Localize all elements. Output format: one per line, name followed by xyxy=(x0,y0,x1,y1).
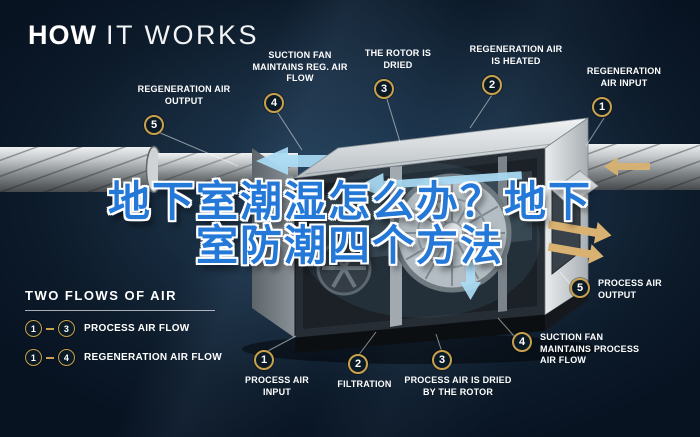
rotor xyxy=(392,173,512,293)
range-dash xyxy=(46,327,54,330)
callout-label: REGENERATION AIR IS HEATED xyxy=(469,44,563,66)
suction-fan xyxy=(316,240,372,296)
side-hatch-door xyxy=(551,170,599,207)
legend-label: REGENERATION AIR FLOW xyxy=(84,352,222,363)
legend-heading: TWO FLOWS OF AIR xyxy=(25,288,178,303)
legend-divider xyxy=(25,310,215,311)
callout-process-air-input: 1 PROCESS AIR INPUT xyxy=(232,350,322,398)
legend-process-air-flow: 1 3 PROCESS AIR FLOW xyxy=(25,320,190,337)
callout-badge-3: 3 xyxy=(374,79,394,100)
legend-regeneration-air-flow: 1 4 REGENERATION AIR FLOW xyxy=(25,349,222,366)
overlay-line-1: 地下室潮湿怎么办？地下 xyxy=(107,178,592,225)
callout-badge-5: 5 xyxy=(570,278,590,298)
callout-badge-2: 2 xyxy=(348,354,368,374)
callout-rotor-is-dried: THE ROTOR IS DRIED 3 xyxy=(360,48,436,100)
chinese-overlay-text: 地下室潮湿怎么办？地下 室防潮四个方法 xyxy=(0,178,700,270)
callout-label: THE ROTOR IS DRIED xyxy=(364,48,432,70)
callout-label: SUCTION FAN MAINTAINS REG. AIR FLOW xyxy=(252,50,348,84)
blue-flow-arrows xyxy=(256,147,523,300)
callout-suction-fan-process: 4 SUCTION FAN MAINTAINS PROCESS AIR FLOW xyxy=(512,332,645,367)
overlay-line-2: 室防潮四个方法 xyxy=(195,222,504,270)
legend-badge-end: 4 xyxy=(58,349,75,366)
callout-badge-1: 1 xyxy=(254,350,274,370)
callout-regeneration-air-input: REGENERATION AIR INPUT 1 xyxy=(578,66,670,118)
page-title: HOW IT WORKS xyxy=(28,20,259,51)
callout-suction-fan-reg: SUCTION FAN MAINTAINS REG. AIR FLOW 4 xyxy=(250,50,350,114)
callout-badge-4: 4 xyxy=(264,93,284,114)
callout-label: SUCTION FAN MAINTAINS PROCESS AIR FLOW xyxy=(540,332,640,366)
legend-badge-end: 3 xyxy=(58,320,75,337)
callout-label: FILTRATION xyxy=(337,379,392,389)
callout-badge-4: 4 xyxy=(512,332,532,352)
legend-badge-start: 1 xyxy=(25,320,42,337)
callout-badge-1: 1 xyxy=(592,97,612,118)
callout-process-air-dried: 3 PROCESS AIR IS DRIED BY THE ROTOR xyxy=(398,350,518,398)
gold-flow-arrows xyxy=(547,157,650,264)
callout-regeneration-air-heated: REGENERATION AIR IS HEATED 2 xyxy=(468,44,564,96)
callout-process-air-output: 5 PROCESS AIR OUTPUT xyxy=(570,278,683,301)
callout-label: REGENERATION AIR INPUT xyxy=(586,66,662,88)
callout-label: PROCESS AIR INPUT xyxy=(245,375,309,397)
machine-body xyxy=(252,117,599,353)
callout-badge-5: 5 xyxy=(144,115,164,136)
callout-badge-2: 2 xyxy=(482,75,502,96)
callout-label: PROCESS AIR OUTPUT xyxy=(598,278,662,300)
callout-badge-3: 3 xyxy=(432,350,452,370)
title-word-light: IT WORKS xyxy=(105,20,259,50)
callout-label: PROCESS AIR IS DRIED BY THE ROTOR xyxy=(404,375,512,397)
range-dash xyxy=(46,356,54,359)
callout-filtration: 2 FILTRATION xyxy=(322,354,407,391)
title-word-bold: HOW xyxy=(28,20,97,50)
legend-badge-start: 1 xyxy=(25,349,42,366)
callout-label: REGENERATION AIR OUTPUT xyxy=(137,84,231,106)
legend-label: PROCESS AIR FLOW xyxy=(84,323,190,334)
callout-regeneration-air-output: REGENERATION AIR OUTPUT 5 xyxy=(130,84,238,136)
